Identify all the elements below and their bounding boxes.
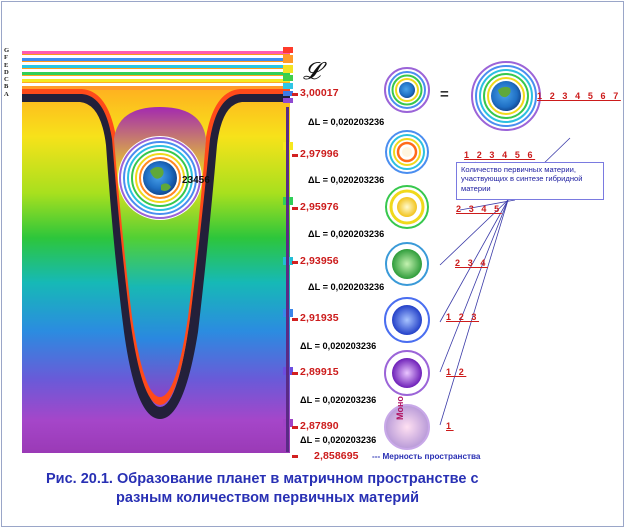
scale-tick [292, 207, 298, 210]
layer-label: 2 3 4 [455, 258, 489, 268]
matrix-space-panel: 23456 [22, 47, 290, 453]
level-letter: E [4, 61, 9, 69]
layer-label: 1 2 3 [446, 312, 480, 322]
level-letter: B [4, 83, 9, 91]
planets-diagram [384, 61, 571, 450]
scale-tick [292, 372, 298, 375]
delta-label: ΔL = 0,020203236 [300, 395, 377, 405]
level-letters: G F E D C B A [4, 47, 16, 98]
scale-tick [292, 318, 298, 321]
scale-value: 2,87890 [300, 420, 339, 432]
scale-tick [292, 426, 298, 429]
info-box: Количество первичных материи, участвующи… [456, 162, 604, 200]
planet-7-layer-large [471, 61, 541, 131]
matrix-well-graphic [22, 47, 290, 419]
caption-fig-no: Рис. 20.1. [46, 471, 113, 487]
figure-caption: Рис. 20.1. Образование планет в матрично… [46, 470, 546, 508]
planet-2-layer-violet [384, 350, 430, 396]
caption-line1: Образование планет в матричном пространс… [117, 471, 479, 487]
level-letter: F [4, 54, 9, 62]
planet-7-layer [384, 67, 430, 113]
central-planet [118, 136, 202, 220]
layer-label: 1 2 [446, 367, 467, 377]
delta-label: ΔL = 0,020203236 [300, 341, 377, 351]
delta-label: ΔL = 0,020203236 [300, 435, 377, 445]
scale-value: 2,91935 [300, 312, 339, 324]
scale-value: 3,00017 [300, 87, 339, 99]
caption-line2: разным количеством первичных материй [116, 490, 420, 506]
length-symbol: 𝓛 [303, 57, 321, 85]
level-letter: D [4, 68, 9, 76]
planet-4-layer [385, 185, 429, 229]
scale-value: 2,858695 [314, 450, 359, 462]
planet-6-layer [385, 130, 429, 174]
level-letter: A [4, 90, 9, 98]
scale-tick [292, 261, 298, 264]
layer-label: 1 2 3 4 5 6 [464, 150, 536, 160]
layer-label: 1 [446, 421, 454, 431]
delta-label: ΔL = 0,020203236 [308, 117, 385, 127]
planet-3-layer [385, 242, 429, 286]
legend-text: --- Мерность пространства [372, 452, 481, 461]
scale-value: 2,95976 [300, 201, 339, 213]
equals-sign: = [440, 86, 449, 103]
delta-label: ΔL = 0,020203236 [308, 229, 385, 239]
layer-label: 1 2 3 4 5 6 7 [537, 91, 621, 101]
planet-mono [384, 404, 430, 450]
mono-label: Моно [395, 396, 405, 420]
scale-tick [292, 455, 298, 458]
planet-2-layer-blue [384, 297, 430, 343]
scale-value: 2,93956 [300, 255, 339, 267]
layer-label: 2 3 4 5 [456, 204, 502, 214]
scale-value: 2,97996 [300, 148, 339, 160]
level-letter: C [4, 76, 9, 84]
delta-label: ΔL = 0,020203236 [308, 175, 385, 185]
central-planet-label: 23456 [182, 175, 210, 186]
scale-tick [292, 154, 298, 157]
scale-value: 2,89915 [300, 366, 339, 378]
delta-label: ΔL = 0,020203236 [308, 282, 385, 292]
scale-tick [292, 93, 298, 96]
dimension-color-bar [283, 47, 293, 452]
level-letter: G [4, 47, 10, 54]
